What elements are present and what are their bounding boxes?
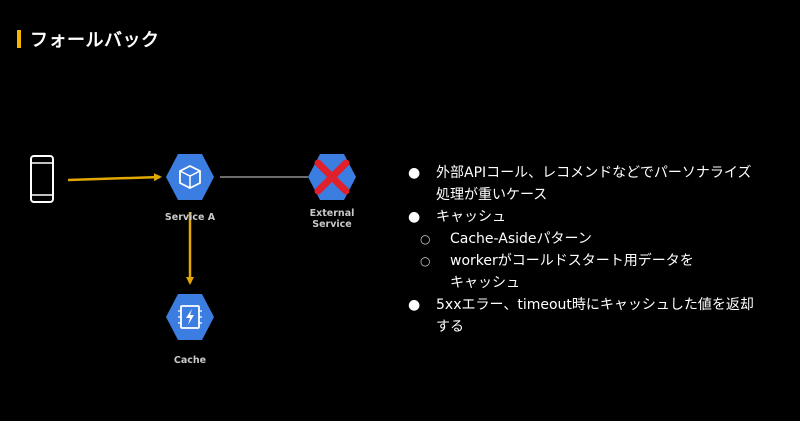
bullet-item: ● 5xxエラー、timeout時にキャッシュした値を返却 する [408,294,793,338]
bullet-marker: ● [408,297,421,313]
sub-bullet-item: ○ workerがコールドスタート用データを キャッシュ [380,250,793,294]
cache-label: Cache [173,355,207,366]
sub-bullet-marker: ○ [420,254,431,268]
external-service-label: External Service [297,208,367,230]
smartphone-icon [30,155,54,203]
edge-client-to-service-a [67,173,162,182]
title-accent-bar [17,30,21,48]
bullet-text-cont: 処理が重いケース [436,187,548,203]
failed-service-icon [308,154,356,200]
cache-chip-icon [166,294,214,340]
bullet-list: ● 外部APIコール、レコメンドなどでパーソナライズ 処理が重いケース ● キャ… [408,162,793,338]
bullet-marker: ● [408,209,421,225]
sub-bullet-text: Cache-Asideパターン [450,231,592,247]
external-label-line2: Service [312,219,352,230]
sub-bullet-text: workerがコールドスタート用データを [450,253,694,269]
slide-title: フォールバック [30,30,160,51]
service-hexagon-icon [166,154,214,200]
bullet-text: キャッシュ [436,209,506,225]
bullet-marker: ● [408,165,421,181]
bullet-text-cont: する [436,319,464,335]
sub-bullet-item: ○ Cache-Asideパターン [380,228,793,250]
bullet-item: ● 外部APIコール、レコメンドなどでパーソナライズ 処理が重いケース [408,162,793,206]
bullet-text: 5xxエラー、timeout時にキャッシュした値を返却 [436,297,754,313]
bullet-item: ● キャッシュ [408,206,793,228]
sub-bullet-marker: ○ [420,232,431,246]
service-a-label: Service A [164,212,216,223]
external-label-line1: External [309,208,355,219]
sub-bullet-text-cont: キャッシュ [450,275,520,291]
bullet-text: 外部APIコール、レコメンドなどでパーソナライズ [436,165,752,181]
